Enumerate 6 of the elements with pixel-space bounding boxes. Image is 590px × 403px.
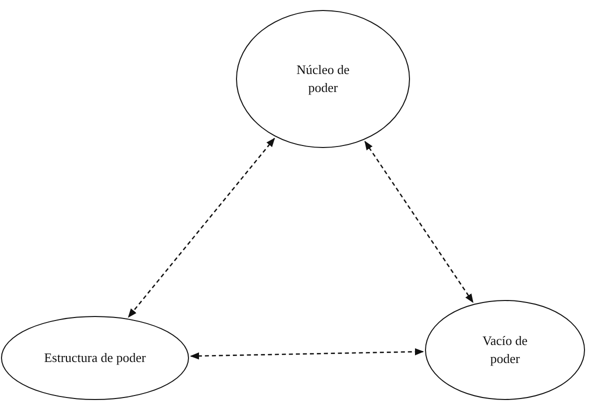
node-label: Estructura de poder <box>44 349 146 367</box>
double-arrow <box>364 140 474 303</box>
node-label: Vacío de poder <box>481 332 529 368</box>
double-arrow <box>128 138 275 318</box>
node-label: Núcleo de poder <box>295 61 351 97</box>
double-arrow <box>190 348 424 360</box>
